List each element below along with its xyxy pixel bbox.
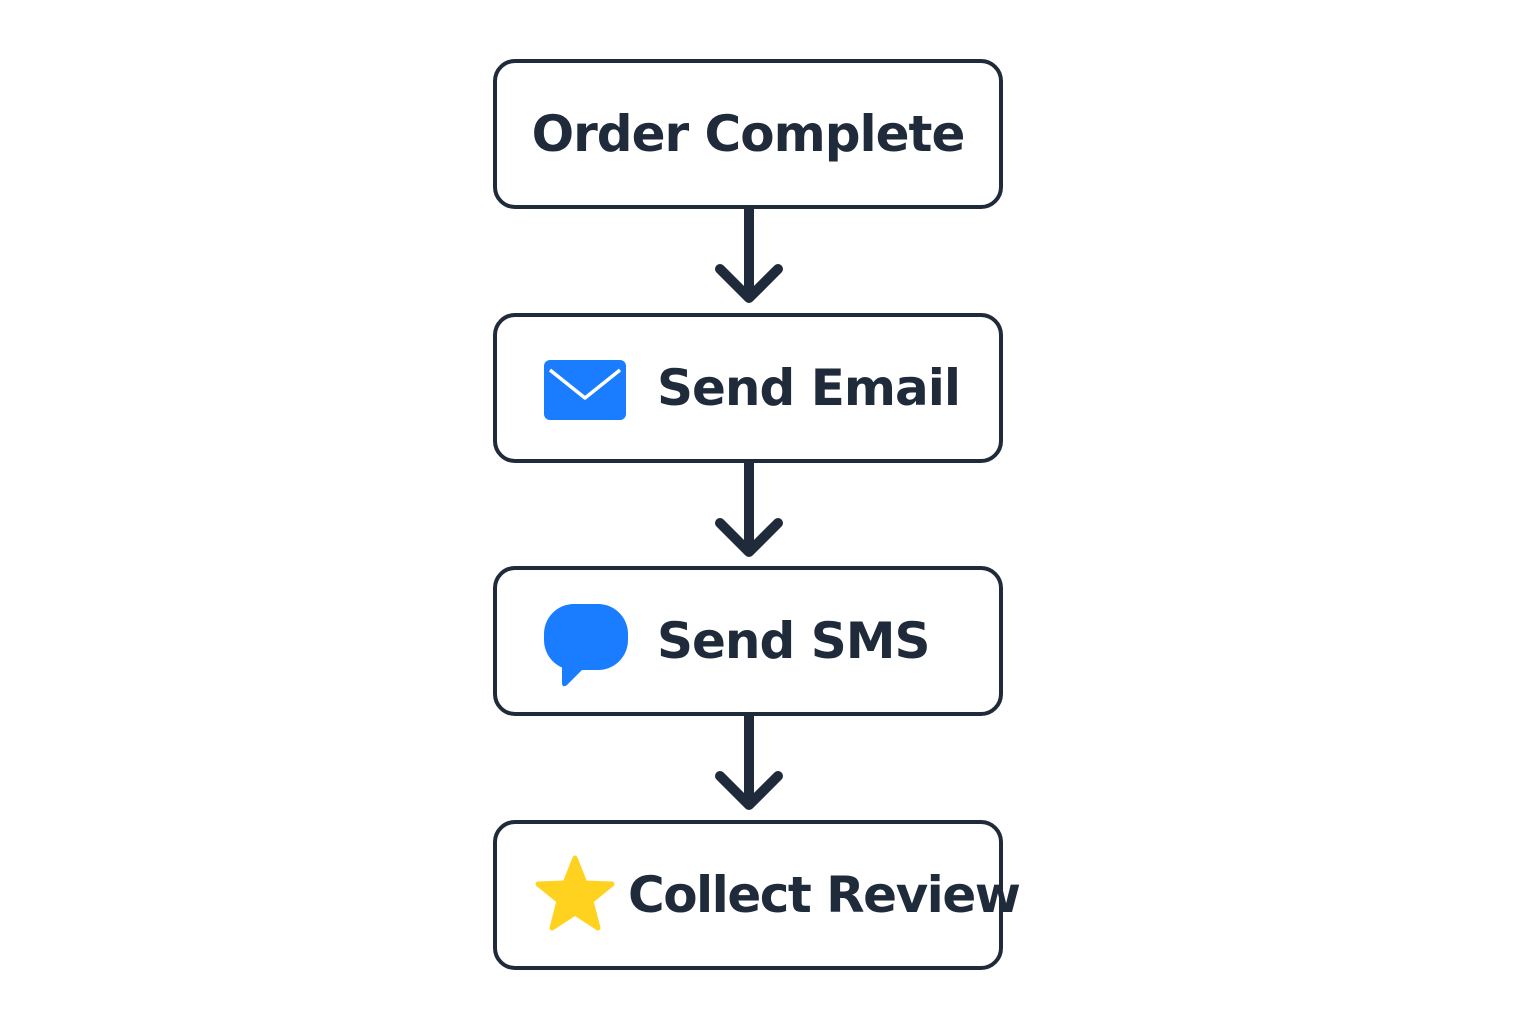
- step-send-sms[interactable]: Send SMS: [493, 566, 1003, 716]
- connector-arrow: [713, 716, 785, 812]
- step-send-email[interactable]: Send Email: [493, 313, 1003, 463]
- step-label: Order Complete: [531, 105, 966, 163]
- step-collect-review[interactable]: Collect Review: [493, 820, 1021, 970]
- envelope-icon: [544, 360, 626, 420]
- step-order-complete[interactable]: Order Complete: [493, 59, 1003, 209]
- chat-bubble-icon: [544, 604, 628, 688]
- step-label: Collect Review: [628, 866, 1021, 924]
- connector-arrow: [713, 209, 785, 305]
- step-label: Send SMS: [657, 612, 930, 670]
- connector-arrow: [713, 463, 785, 559]
- step-label: Send Email: [657, 359, 961, 417]
- star-icon: [535, 855, 615, 933]
